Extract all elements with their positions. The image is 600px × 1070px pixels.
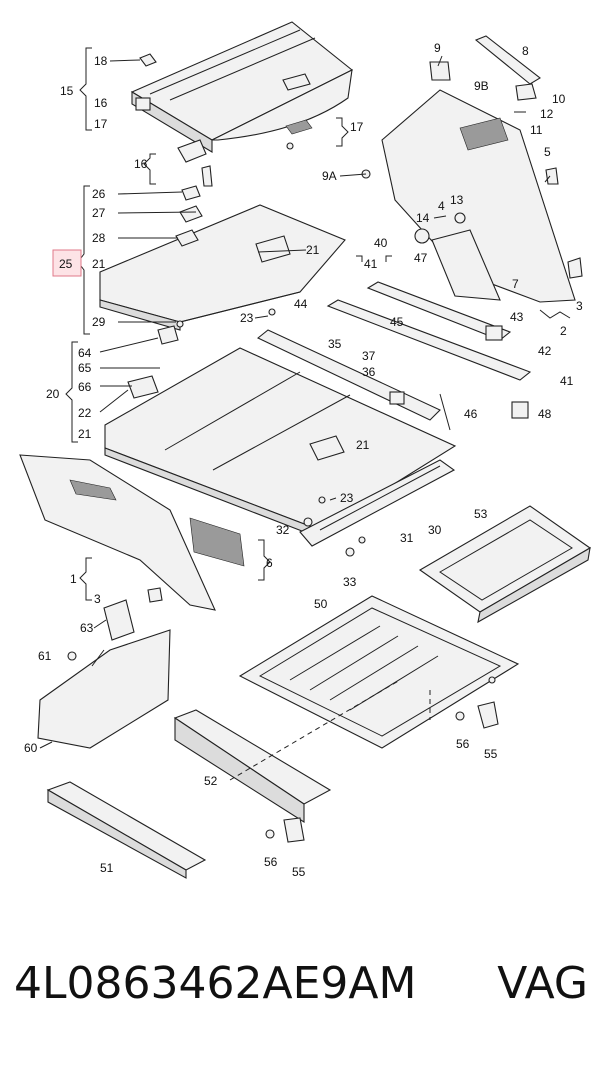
callout-label: 4 <box>438 199 445 213</box>
callout-label: 61 <box>38 649 52 663</box>
callout-label: 9A <box>322 169 337 183</box>
side-panel <box>37 599 171 749</box>
callout-label: 22 <box>78 406 92 420</box>
storage-tray <box>418 505 592 624</box>
callout-label: 41 <box>560 374 574 388</box>
callout-label: 21 <box>306 243 320 257</box>
callout-label: 20 <box>46 387 60 401</box>
callout-label: 3 <box>94 592 101 606</box>
callout-label: 2 <box>560 324 567 338</box>
callout-label: 18 <box>94 54 108 68</box>
callout-label: 3 <box>576 299 583 313</box>
callout-label: 43 <box>510 310 524 324</box>
callout-label: 7 <box>512 277 519 291</box>
callout-label: 16 <box>94 96 108 110</box>
callout-label: 21 <box>78 427 92 441</box>
callout-label: 5 <box>544 145 551 159</box>
callout-label: 53 <box>474 507 488 521</box>
callout-label: 31 <box>400 531 414 545</box>
selected-part-highlight <box>52 249 82 277</box>
footer: 4L0863462AE9AM VAG <box>0 958 600 1028</box>
callout-label: 35 <box>328 337 342 351</box>
leader-lines <box>39 55 551 781</box>
callout-label: 56 <box>456 737 470 751</box>
side-trim-left <box>19 454 245 611</box>
callout-label: 37 <box>362 349 376 363</box>
callout-label: 48 <box>538 407 552 421</box>
callout-label: 41 <box>364 257 378 271</box>
callout-label-highlighted: 25 <box>59 257 73 271</box>
callout-label: 60 <box>24 741 38 755</box>
callout-label: 40 <box>374 236 388 250</box>
callout-label: 1 <box>70 572 77 586</box>
callout-label: 15 <box>60 84 74 98</box>
callout-label: 45 <box>390 315 404 329</box>
callout-label: 30 <box>428 523 442 537</box>
callout-label: 47 <box>414 251 428 265</box>
load-rails <box>256 281 532 431</box>
callout-label: 46 <box>464 407 478 421</box>
callout-label: 11 <box>530 123 543 137</box>
floor-panel-lower <box>104 325 457 539</box>
callout-label: 17 <box>94 117 108 131</box>
rear-sill-trim <box>299 459 456 557</box>
callout-label: 63 <box>80 621 94 635</box>
cross-members <box>46 709 465 879</box>
callout-label: 51 <box>100 861 114 875</box>
callout-label: 33 <box>343 575 357 589</box>
parts-exploded-diagram: 18 15 16 17 17 16 26 27 28 25 21 21 23 2… <box>19 21 592 879</box>
callout-label: 50 <box>314 597 328 611</box>
callout-label: 32 <box>276 523 290 537</box>
callout-label: 17 <box>350 120 364 134</box>
floor-panel-upper <box>99 185 346 331</box>
callout-label: 12 <box>540 107 554 121</box>
callout-label: 10 <box>552 92 566 106</box>
callout-label: 23 <box>340 491 354 505</box>
callout-label: 64 <box>78 346 92 360</box>
callout-label: 44 <box>294 297 308 311</box>
callout-label: 9 <box>434 41 441 55</box>
callout-label: 8 <box>522 44 529 58</box>
callout-label: 21 <box>92 257 106 271</box>
callout-label: 21 <box>356 438 370 452</box>
callout-label: 23 <box>240 311 254 325</box>
callout-label: 52 <box>204 774 218 788</box>
luggage-cover-assembly <box>130 21 354 187</box>
callout-label: 27 <box>92 206 106 220</box>
callout-labels: 18 15 16 17 17 16 26 27 28 25 21 21 23 2… <box>24 41 583 879</box>
callout-label: 36 <box>362 365 376 379</box>
callout-label: 6 <box>266 556 273 570</box>
callout-label: 65 <box>78 361 92 375</box>
callout-label: 13 <box>450 193 464 207</box>
side-trim-right <box>361 35 583 303</box>
floor-pan <box>238 595 520 749</box>
callout-label: 66 <box>78 380 92 394</box>
brand-name: VAG <box>497 958 588 1009</box>
callout-label: 56 <box>264 855 278 869</box>
callout-label: 14 <box>416 211 430 225</box>
callout-label: 9B <box>474 79 489 93</box>
callout-label: 26 <box>92 187 106 201</box>
callout-label: 16 <box>134 157 148 171</box>
callout-label: 55 <box>292 865 306 879</box>
callout-label: 55 <box>484 747 498 761</box>
callout-label: 42 <box>538 344 552 358</box>
part-number: 4L0863462AE9AM <box>14 958 417 1009</box>
callout-label: 29 <box>92 315 106 329</box>
callout-label: 28 <box>92 231 106 245</box>
